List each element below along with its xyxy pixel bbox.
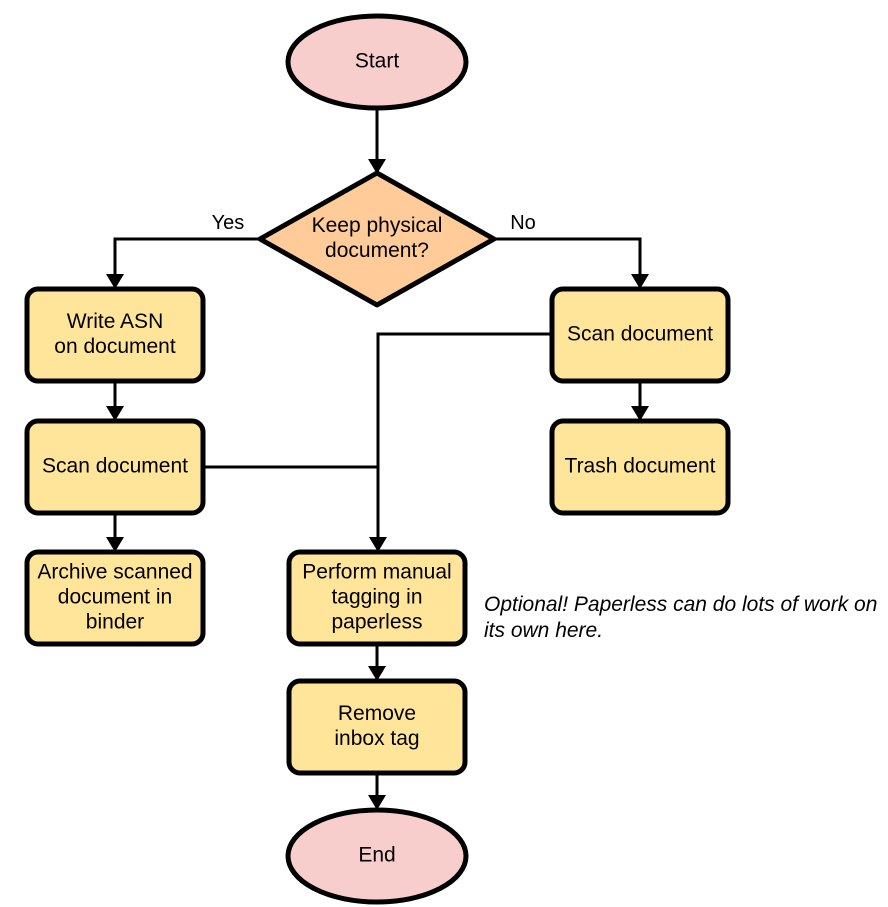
edge-decision-yes-to-write-asn: Yes bbox=[106, 212, 260, 289]
edges-layer: Yes No bbox=[106, 108, 649, 810]
node-label: Start bbox=[355, 50, 400, 73]
process-shape bbox=[24, 286, 206, 384]
node-label: Scan document bbox=[42, 455, 188, 478]
decision-shape bbox=[257, 170, 497, 308]
node-label: on document bbox=[54, 335, 176, 358]
edge-remove-inbox-tag-to-end bbox=[368, 773, 386, 810]
arrow-head-icon bbox=[631, 406, 649, 421]
arrow-head-icon bbox=[106, 406, 124, 421]
edge-write-asn-to-scan-document-left bbox=[106, 381, 124, 421]
node-end[interactable]: End bbox=[285, 807, 469, 905]
node-label: Remove bbox=[338, 702, 416, 725]
node-label: document in bbox=[58, 586, 172, 609]
terminator-shape bbox=[285, 13, 469, 111]
node-label: Trash document bbox=[565, 455, 716, 478]
node-label: paperless bbox=[331, 611, 422, 634]
edge-label: Yes bbox=[212, 212, 245, 234]
arrow-head-icon bbox=[106, 274, 124, 289]
arrow-head-icon bbox=[368, 666, 386, 681]
annotation-line: Optional! Paperless can do lots of work … bbox=[484, 593, 877, 616]
edge-path bbox=[494, 237, 642, 283]
node-label: inbox tag bbox=[334, 727, 419, 750]
node-scan-document-right[interactable]: Scan document bbox=[549, 286, 731, 384]
node-label: End bbox=[358, 844, 395, 867]
edge-path bbox=[376, 332, 552, 546]
edge-path bbox=[113, 237, 260, 283]
node-label: document? bbox=[325, 239, 429, 262]
terminator-shape bbox=[285, 807, 469, 905]
process-shape bbox=[24, 418, 206, 516]
node-label: Write ASN bbox=[67, 310, 163, 333]
edge-decision-no-to-scan-document-right: No bbox=[494, 212, 649, 289]
edge-scan-document-left-to-archive bbox=[106, 513, 124, 552]
process-shape bbox=[549, 286, 731, 384]
node-scan-document-left[interactable]: Scan document bbox=[24, 418, 206, 516]
edge-start-to-decision bbox=[368, 108, 386, 174]
node-label: Perform manual bbox=[302, 561, 451, 584]
node-start[interactable]: Start bbox=[285, 13, 469, 111]
edge-scan-document-right-to-trash bbox=[631, 381, 649, 421]
arrow-head-icon bbox=[631, 274, 649, 289]
node-trash-document[interactable]: Trash document bbox=[549, 418, 731, 516]
arrow-head-icon bbox=[368, 159, 386, 174]
edge-scan-document-right-to-tagging bbox=[369, 332, 552, 552]
process-shape bbox=[286, 678, 468, 776]
arrow-head-icon bbox=[106, 537, 124, 552]
node-label: Keep physical bbox=[312, 214, 443, 237]
annotation-line: its own here. bbox=[484, 619, 603, 642]
process-shape bbox=[24, 549, 206, 647]
edge-tagging-to-remove-inbox-tag bbox=[368, 644, 386, 681]
arrow-head-icon bbox=[368, 795, 386, 810]
node-label: binder bbox=[86, 611, 144, 634]
edge-label: No bbox=[510, 212, 536, 234]
node-label: Scan document bbox=[567, 323, 713, 346]
node-label: Archive scanned bbox=[37, 561, 192, 584]
process-shape bbox=[286, 549, 468, 647]
annotation-optional-note: Optional! Paperless can do lots of work … bbox=[484, 593, 877, 642]
process-shape bbox=[549, 418, 731, 516]
node-label: tagging in bbox=[331, 586, 422, 609]
annotations-layer: Optional! Paperless can do lots of work … bbox=[484, 593, 877, 642]
arrow-head-icon bbox=[369, 537, 387, 552]
